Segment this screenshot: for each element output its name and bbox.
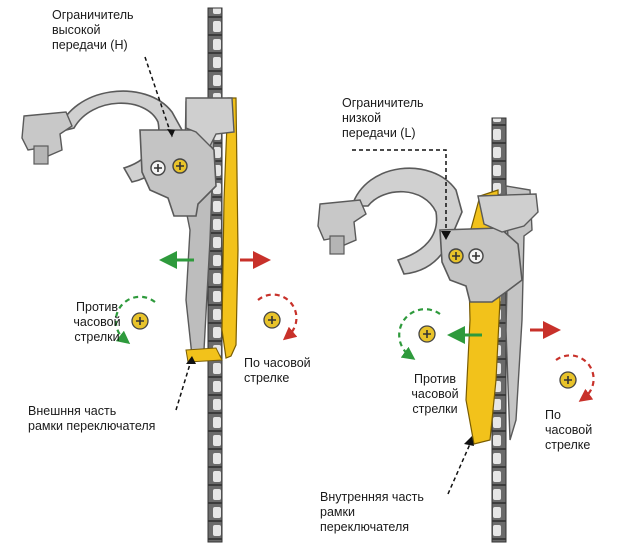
left-clamp-bolt xyxy=(21,111,73,157)
right-linkage xyxy=(439,227,523,303)
left-limit-screws xyxy=(150,158,188,176)
left-high-limit-label: Ограничитель высокой передачи (H) xyxy=(52,8,134,52)
right-clamp-band xyxy=(350,167,463,275)
right-clockwise-label: По часовой стрелке xyxy=(545,408,593,452)
left-cage-tail xyxy=(185,347,223,363)
right-cage-leader xyxy=(447,443,471,495)
right-cw-rotation-icon xyxy=(555,354,595,402)
left-ccw-rotation-icon xyxy=(114,295,156,345)
right-derailleur xyxy=(317,117,595,543)
right-cage-label: Внутренняя часть рамки переключателя xyxy=(320,490,424,534)
right-low-limit-leader xyxy=(352,149,447,232)
right-low-limit-label: Ограничитель низкой передачи (L) xyxy=(342,96,424,140)
left-chain xyxy=(207,7,223,543)
right-counter-clockwise-label: Против часовой стрелки xyxy=(411,372,459,416)
right-ccw-rotation-icon xyxy=(398,308,441,360)
left-cw-rotation-icon xyxy=(257,293,298,341)
right-limit-screws xyxy=(448,248,484,264)
left-cage-label: Внешння часть рамки переключателя xyxy=(28,404,156,433)
right-clamp-bolt xyxy=(317,199,367,247)
left-cage-leader xyxy=(175,363,191,411)
left-derailleur xyxy=(21,7,298,543)
left-counter-clockwise-label: Против часовой стрелки xyxy=(73,300,121,344)
left-outer-cage xyxy=(221,97,239,359)
left-high-limit-leader xyxy=(144,56,173,138)
left-clockwise-label: По часовой стрелке xyxy=(244,356,311,385)
